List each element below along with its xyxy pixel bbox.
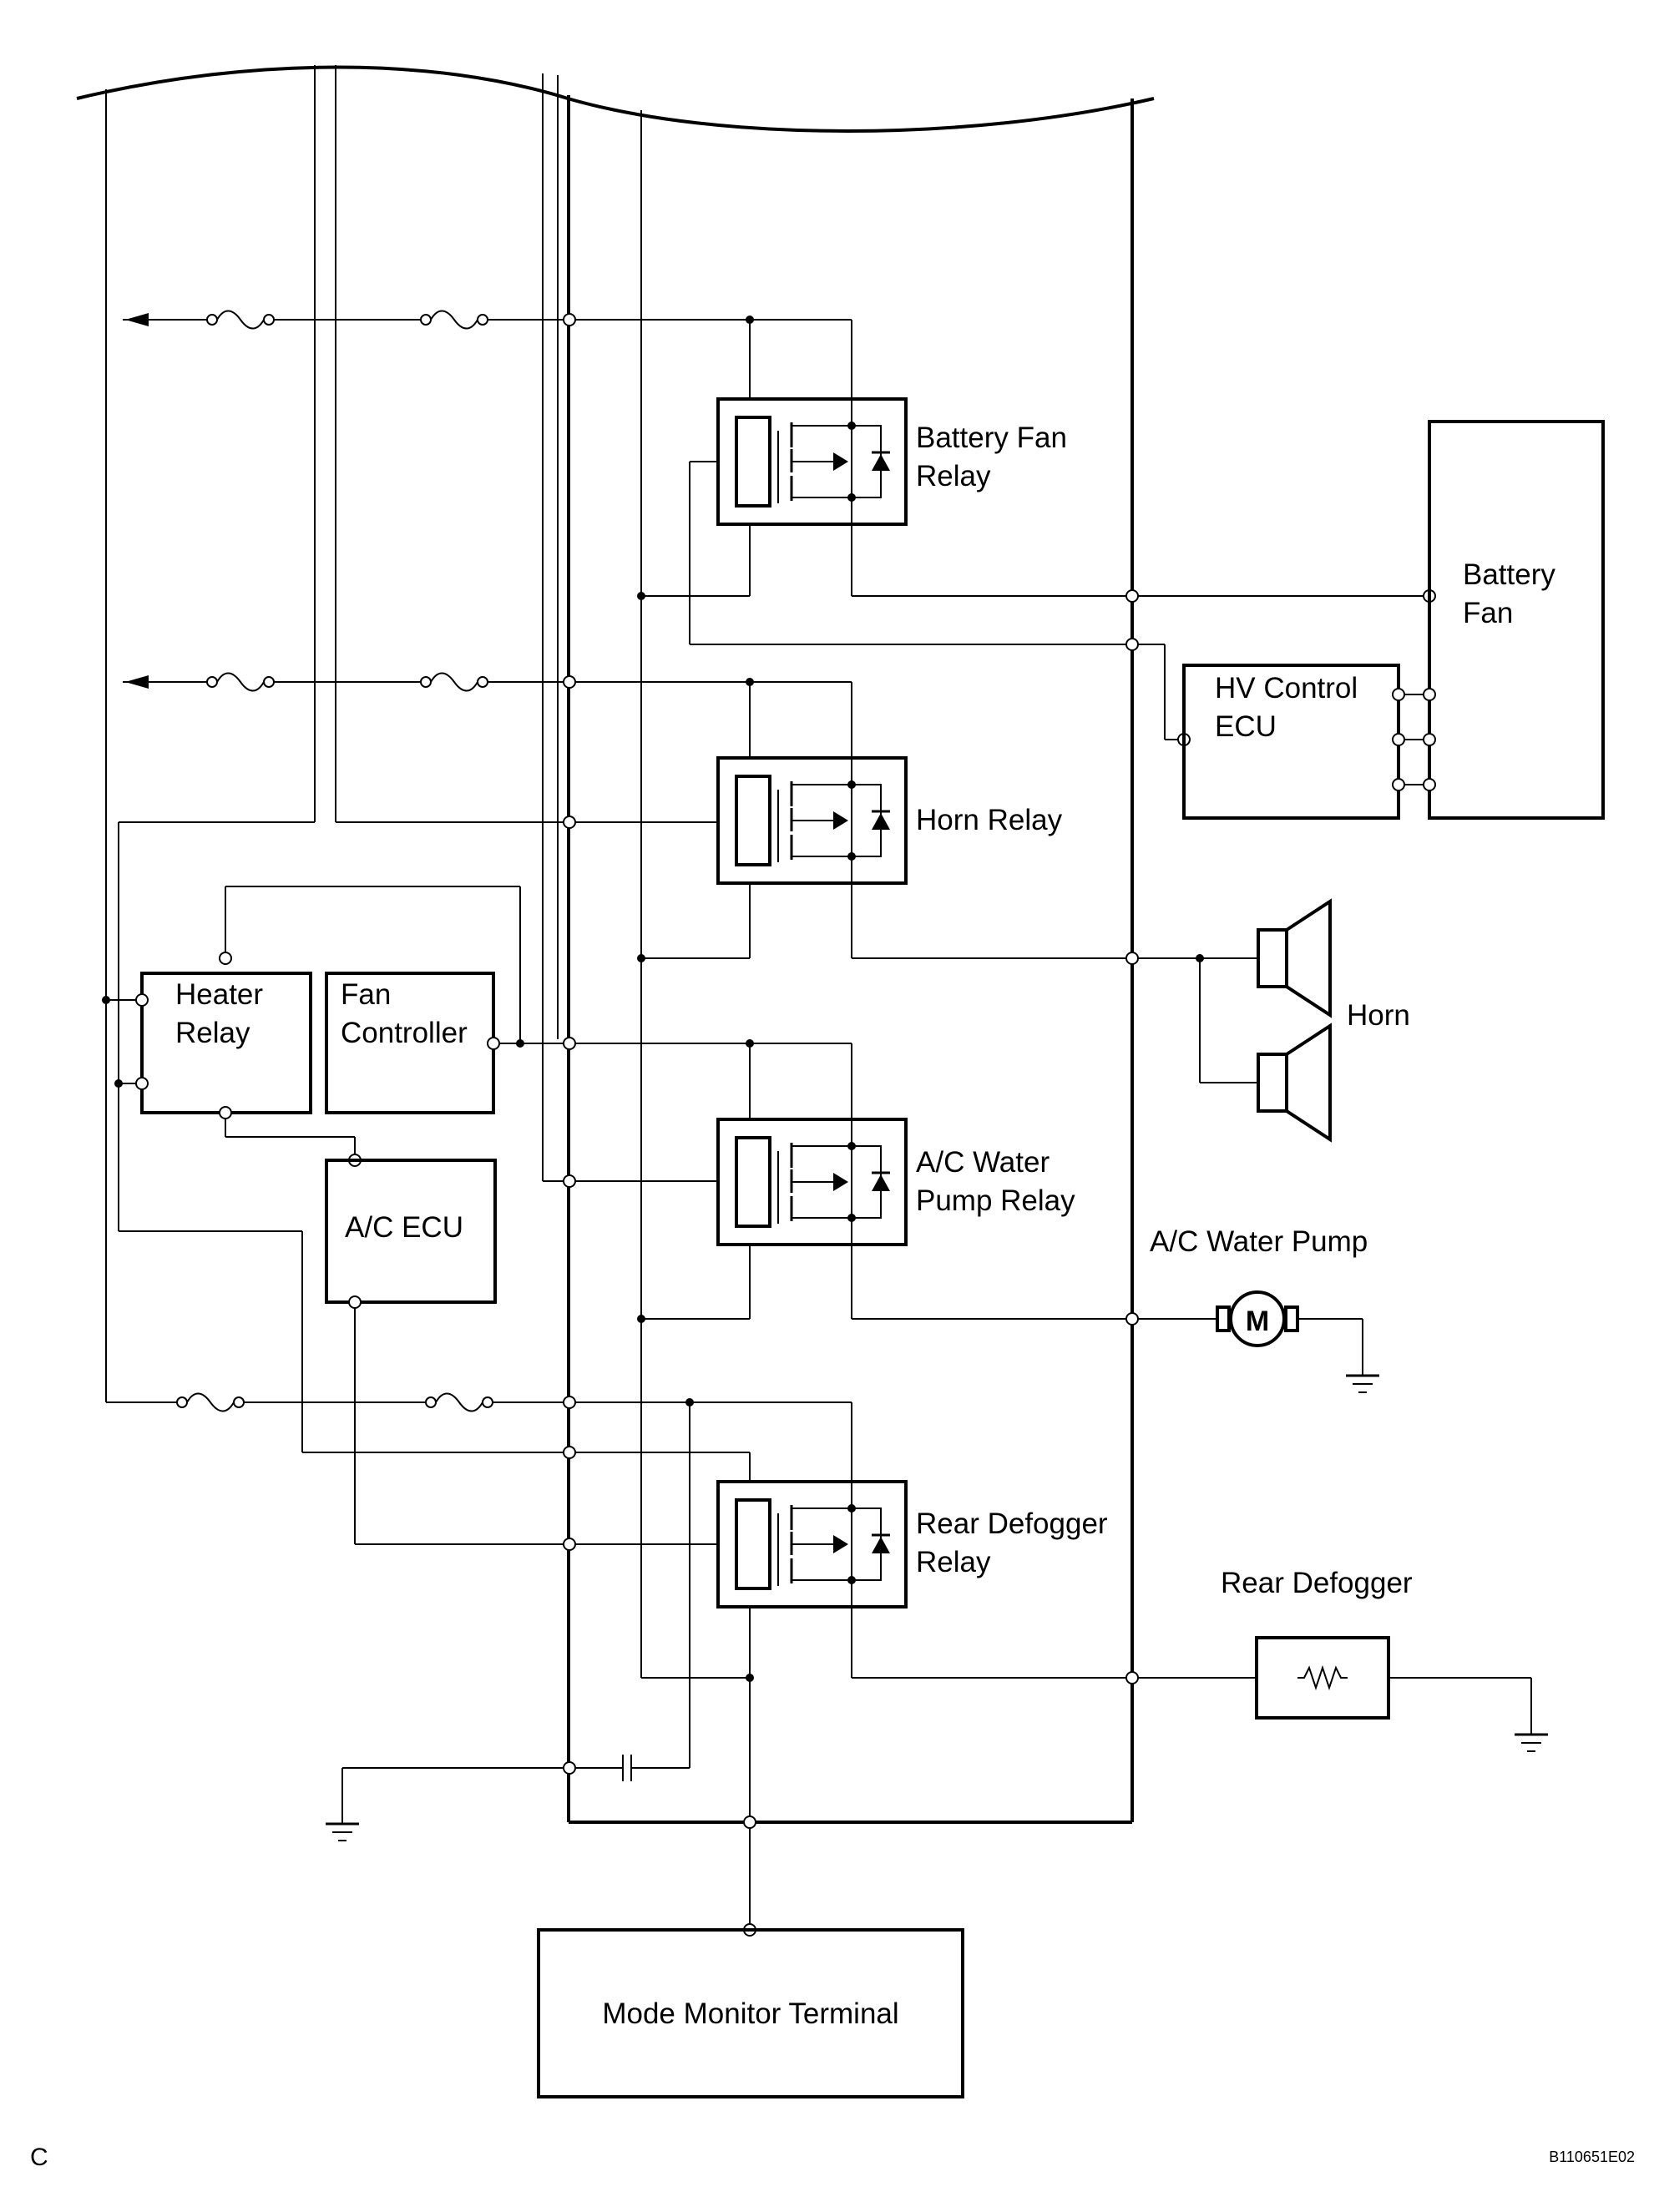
rear-defogger-element: [1255, 1636, 1390, 1720]
motor-symbol: M: [1246, 1305, 1269, 1337]
battery-fan-label-2: Fan: [1463, 597, 1513, 629]
horn-label: Horn: [1347, 999, 1410, 1032]
horn-relay: [716, 756, 908, 885]
mode-monitor-terminal-box: [537, 1928, 964, 2098]
battery-fan-relay: [716, 397, 908, 526]
ac-water-pump-relay-label-2: Pump Relay: [916, 1184, 1075, 1217]
ac-water-pump-label: A/C Water Pump: [1150, 1225, 1368, 1258]
horn-speaker-2: [1257, 1024, 1332, 1141]
rear-defogger-label: Rear Defogger: [1221, 1567, 1413, 1599]
top-cut-edge: [76, 65, 1155, 133]
heater-relay-label: Heater: [175, 978, 263, 1011]
rear-defogger-relay: [716, 1480, 908, 1608]
horn-relay-label: Horn Relay: [916, 804, 1063, 836]
horn-speaker-1: [1257, 900, 1332, 1017]
figure-id: B110651E02: [1549, 2149, 1635, 2165]
battery-fan-box: [1428, 420, 1605, 820]
battery-fan-relay-label-2: Relay: [916, 460, 991, 492]
ac-ecu-label: A/C ECU: [345, 1211, 463, 1244]
battery-fan-label: Battery: [1463, 558, 1555, 591]
hv-control-ecu-label: HV Control: [1215, 672, 1358, 705]
ac-water-pump-relay-label: A/C Water: [916, 1146, 1050, 1179]
ac-water-pump-motor: M: [1216, 1290, 1299, 1347]
hv-ecu-to-fan-wires: [1392, 688, 1436, 791]
rear-defogger-relay-label: Rear Defogger: [916, 1507, 1108, 1540]
corner-letter: C: [30, 2144, 48, 2171]
ac-water-pump-relay: [716, 1118, 908, 1246]
rear-defogger-relay-label-2: Relay: [916, 1546, 991, 1578]
heater-relay-label-2: Relay: [175, 1017, 250, 1049]
fan-controller-label: Fan: [341, 978, 391, 1011]
battery-fan-relay-label: Battery Fan: [916, 422, 1067, 454]
mode-monitor-terminal-label: Mode Monitor Terminal: [602, 1997, 898, 2030]
hv-control-ecu-label-2: ECU: [1215, 710, 1277, 743]
ac-ecu-box: [325, 1159, 497, 1304]
fan-controller-label-2: Controller: [341, 1017, 468, 1049]
